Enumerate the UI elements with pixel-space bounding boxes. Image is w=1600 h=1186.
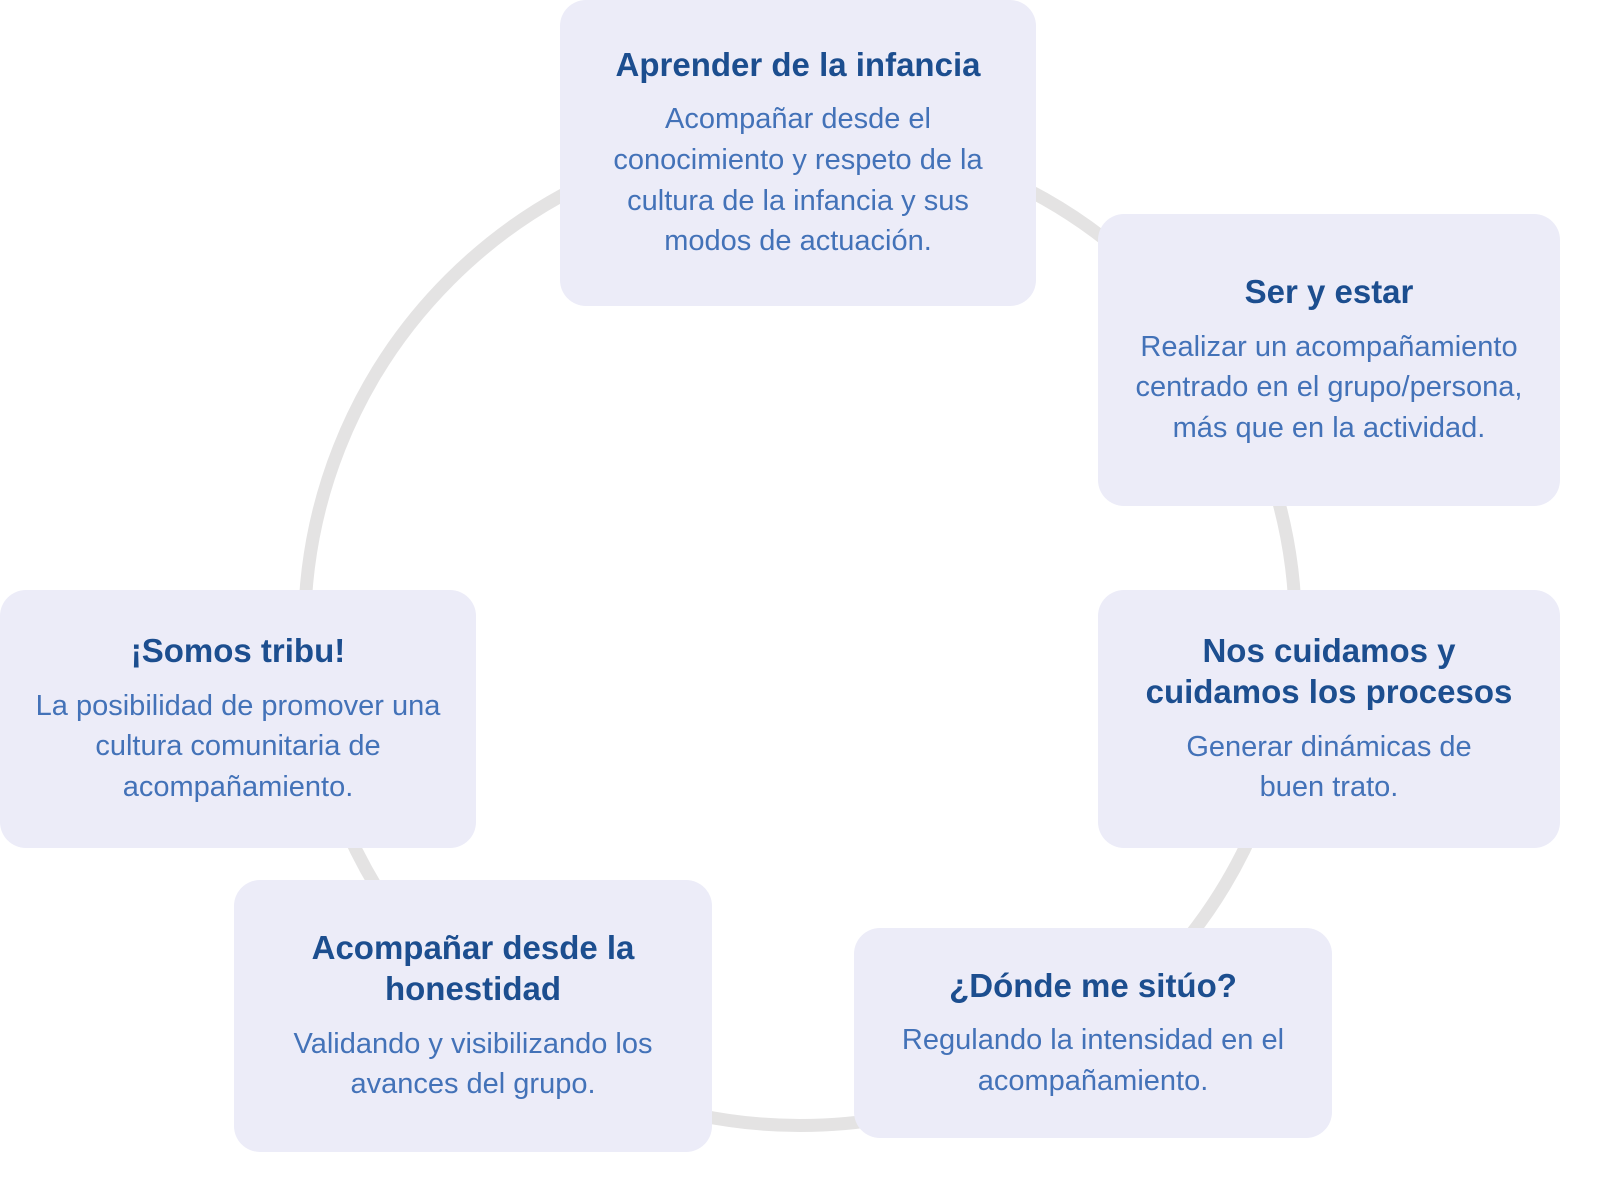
node-body: Generar dinámicas de buen trato.: [1186, 730, 1472, 804]
node-acompanar-honestidad: Acompañar desde la honestidad Validando …: [234, 880, 712, 1152]
node-ser-y-estar: Ser y estar Realizar un acompañamiento c…: [1098, 214, 1560, 506]
node-title: Acompañar desde la honestidad: [311, 929, 635, 1008]
node-body: Acompañar desde el conocimiento y respet…: [613, 103, 983, 258]
node-body: Realizar un acompañamiento centrado en e…: [1135, 330, 1523, 444]
node-body: La posibilidad de promover una cultura c…: [35, 689, 441, 803]
node-body: Regulando la intensidad en el acompañami…: [901, 1024, 1285, 1097]
node-donde-me-situo: ¿Dónde me sitúo? Regulando la intensidad…: [854, 928, 1332, 1138]
node-aprender-de-la-infancia: Aprender de la infancia Acompañar desde …: [560, 0, 1036, 306]
node-title: ¡Somos tribu!: [130, 632, 346, 670]
node-nos-cuidamos: Nos cuidamos y cuidamos los procesos Gen…: [1098, 590, 1560, 848]
node-title: ¿Dónde me sitúo?: [949, 966, 1237, 1004]
node-title: Aprender de la infancia: [615, 46, 981, 84]
node-title: Ser y estar: [1244, 273, 1414, 311]
node-somos-tribu: ¡Somos tribu! La posibilidad de promover…: [0, 590, 476, 848]
node-title: Nos cuidamos y cuidamos los procesos: [1145, 632, 1513, 711]
node-body: Validando y visibilizando los avances de…: [293, 1027, 653, 1101]
